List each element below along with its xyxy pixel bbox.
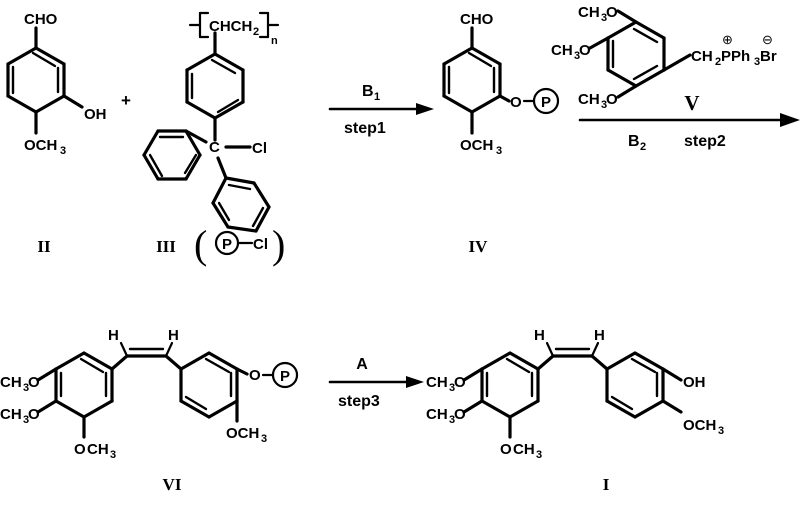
- resin-shorthand-group: ( P Cl ): [194, 222, 285, 267]
- compound-VI-vinyl-h-right: H: [168, 327, 179, 344]
- reaction-arrow-step1: B 1 step1: [328, 83, 434, 137]
- compound-VI-vinyl-h-left: H: [108, 327, 119, 344]
- compound-V-pph3-label: PPh: [721, 48, 750, 65]
- compound-I-methoxy-top-o: O: [454, 374, 466, 391]
- bromide-negative-charge: ⊖: [762, 32, 773, 47]
- compound-VI-methoxy-bot-sub: 3: [110, 449, 116, 461]
- compound-VI-right-och3: OCH: [226, 425, 259, 442]
- step1-reagent-sub: 1: [374, 91, 380, 103]
- resin-letter-VI: P: [280, 368, 290, 385]
- shorthand-cl-label: Cl: [253, 236, 268, 253]
- compound-VI-methoxy-mid-label: CH: [0, 406, 22, 423]
- step2-base-sub: 2: [640, 141, 646, 153]
- compound-I-methoxy-mid-o: O: [454, 406, 466, 423]
- compound-V-structure: CH 3 O CH 3 O CH 3 O CH 2 PPh 3 Br ⊕ ⊖: [551, 4, 777, 111]
- compound-VI-methoxy-top-label: CH: [0, 374, 22, 391]
- compound-IV-o-label: O: [510, 94, 522, 111]
- compound-III-structure: CHCH 2 n C Cl: [142, 11, 280, 233]
- polymer-repeat-label: CHCH: [209, 18, 252, 35]
- compound-I-methoxy-top-label: CH: [426, 374, 448, 391]
- compound-V-methoxy-mid-sub: 3: [574, 50, 580, 62]
- arrowhead-step1: [416, 103, 434, 115]
- compound-V-methoxy-mid-label: CH: [551, 42, 573, 59]
- compound-V-ch2-sub: 2: [715, 56, 721, 68]
- compound-VI-methoxy-top-sub: 3: [23, 382, 29, 394]
- compound-I-vinyl-h-right: H: [594, 327, 605, 344]
- compound-I-methoxy-mid-sub: 3: [449, 414, 455, 426]
- trityl-center-carbon: C: [209, 139, 220, 156]
- compound-I-methoxy-top-sub: 3: [449, 382, 455, 394]
- compound-V-methoxy-top-sub: 3: [601, 12, 607, 24]
- arrowhead-step3: [406, 376, 424, 388]
- step3-reagent-label: A: [356, 356, 368, 373]
- compound-VI-methoxy-mid-o: O: [28, 406, 40, 423]
- compound-V-methoxy-bot-o: O: [606, 91, 618, 108]
- compound-I-right-och3: OCH: [683, 417, 716, 434]
- compound-V-br-label: Br: [760, 48, 777, 65]
- compound-IV-cho-label: CHO: [460, 11, 494, 28]
- shorthand-close-paren: ): [272, 222, 285, 267]
- plus-sign: +: [121, 91, 131, 110]
- compound-I-oh-label: OH: [683, 374, 706, 391]
- shorthand-open-paren: (: [194, 222, 207, 267]
- compound-VI-right-och3-sub: 3: [261, 433, 267, 445]
- compound-I-methoxy-bot-o: O: [500, 441, 512, 458]
- arrowhead-step2: [780, 113, 800, 127]
- resin-circle-VI: [271, 361, 299, 389]
- compound-IV-och3-sub: 3: [496, 145, 502, 157]
- compound-VI-methoxy-bot-label: CH: [87, 441, 109, 458]
- compound-II-och3-sub: 3: [60, 145, 66, 157]
- step2-label: step2: [684, 133, 726, 150]
- step1-reagent-label: B: [362, 83, 374, 100]
- compound-VI-methoxy-bot-o: O: [74, 441, 86, 458]
- compound-I-structure: CH 3 O CH 3 O O CH 3 H H OH OCH 3: [426, 327, 724, 461]
- compound-I-vinyl-h-left: H: [534, 327, 545, 344]
- step2-base-label: B: [628, 133, 640, 150]
- resin-letter-IV: P: [541, 94, 551, 111]
- compound-I-methoxy-mid-label: CH: [426, 406, 448, 423]
- compound-II-cho-label: CHO: [24, 11, 58, 28]
- reaction-arrow-step2: V B 2 step2: [578, 91, 800, 153]
- compound-VI-structure: CH 3 O CH 3 O O CH 3 H H O P: [0, 327, 299, 461]
- phosphonium-positive-charge: ⊕: [722, 32, 733, 47]
- compound-V-methoxy-top-o: O: [606, 4, 618, 21]
- compound-V-methoxy-mid-o: O: [579, 42, 591, 59]
- compound-I-methoxy-bot-label: CH: [513, 441, 535, 458]
- compound-I-right-och3-sub: 3: [718, 425, 724, 437]
- compound-IV-och3-label: OCH: [460, 137, 493, 154]
- compound-VI-methoxy-top-o: O: [28, 374, 40, 391]
- compound-V-methoxy-bot-sub: 3: [601, 99, 607, 111]
- compound-V-ch2-label: CH: [691, 48, 713, 65]
- compound-IV-label: IV: [469, 237, 489, 256]
- resin-letter-shorthand: P: [222, 236, 232, 253]
- compound-I-label: I: [603, 475, 610, 494]
- resin-circle-IV: [532, 87, 560, 115]
- compound-V-pph3-sub: 3: [754, 56, 760, 68]
- step3-label: step3: [338, 393, 380, 410]
- compound-III-label: III: [156, 237, 176, 256]
- reaction-arrow-step3: A step3: [328, 356, 424, 410]
- compound-V-methoxy-bot-label: CH: [578, 91, 600, 108]
- compound-VI-o-link: O: [249, 367, 261, 384]
- trityl-chloride-label: Cl: [252, 140, 267, 157]
- compound-IV-structure: CHO OCH 3 O P: [442, 11, 560, 157]
- step2-reagent-V-label: V: [684, 91, 699, 115]
- compound-II-oh-label: OH: [84, 106, 107, 123]
- compound-VI-methoxy-mid-sub: 3: [23, 414, 29, 426]
- compound-I-methoxy-bot-sub: 3: [536, 449, 542, 461]
- step1-label: step1: [344, 120, 386, 137]
- compound-II-och3-label: OCH: [24, 137, 57, 154]
- compound-II-label: II: [37, 237, 51, 256]
- polymer-n-label: n: [271, 35, 278, 47]
- polymer-repeat-sub: 2: [253, 26, 259, 38]
- compound-II-structure: CHO OH OCH 3: [6, 11, 107, 157]
- compound-VI-label: VI: [163, 475, 182, 494]
- compound-V-methoxy-top-label: CH: [578, 4, 600, 21]
